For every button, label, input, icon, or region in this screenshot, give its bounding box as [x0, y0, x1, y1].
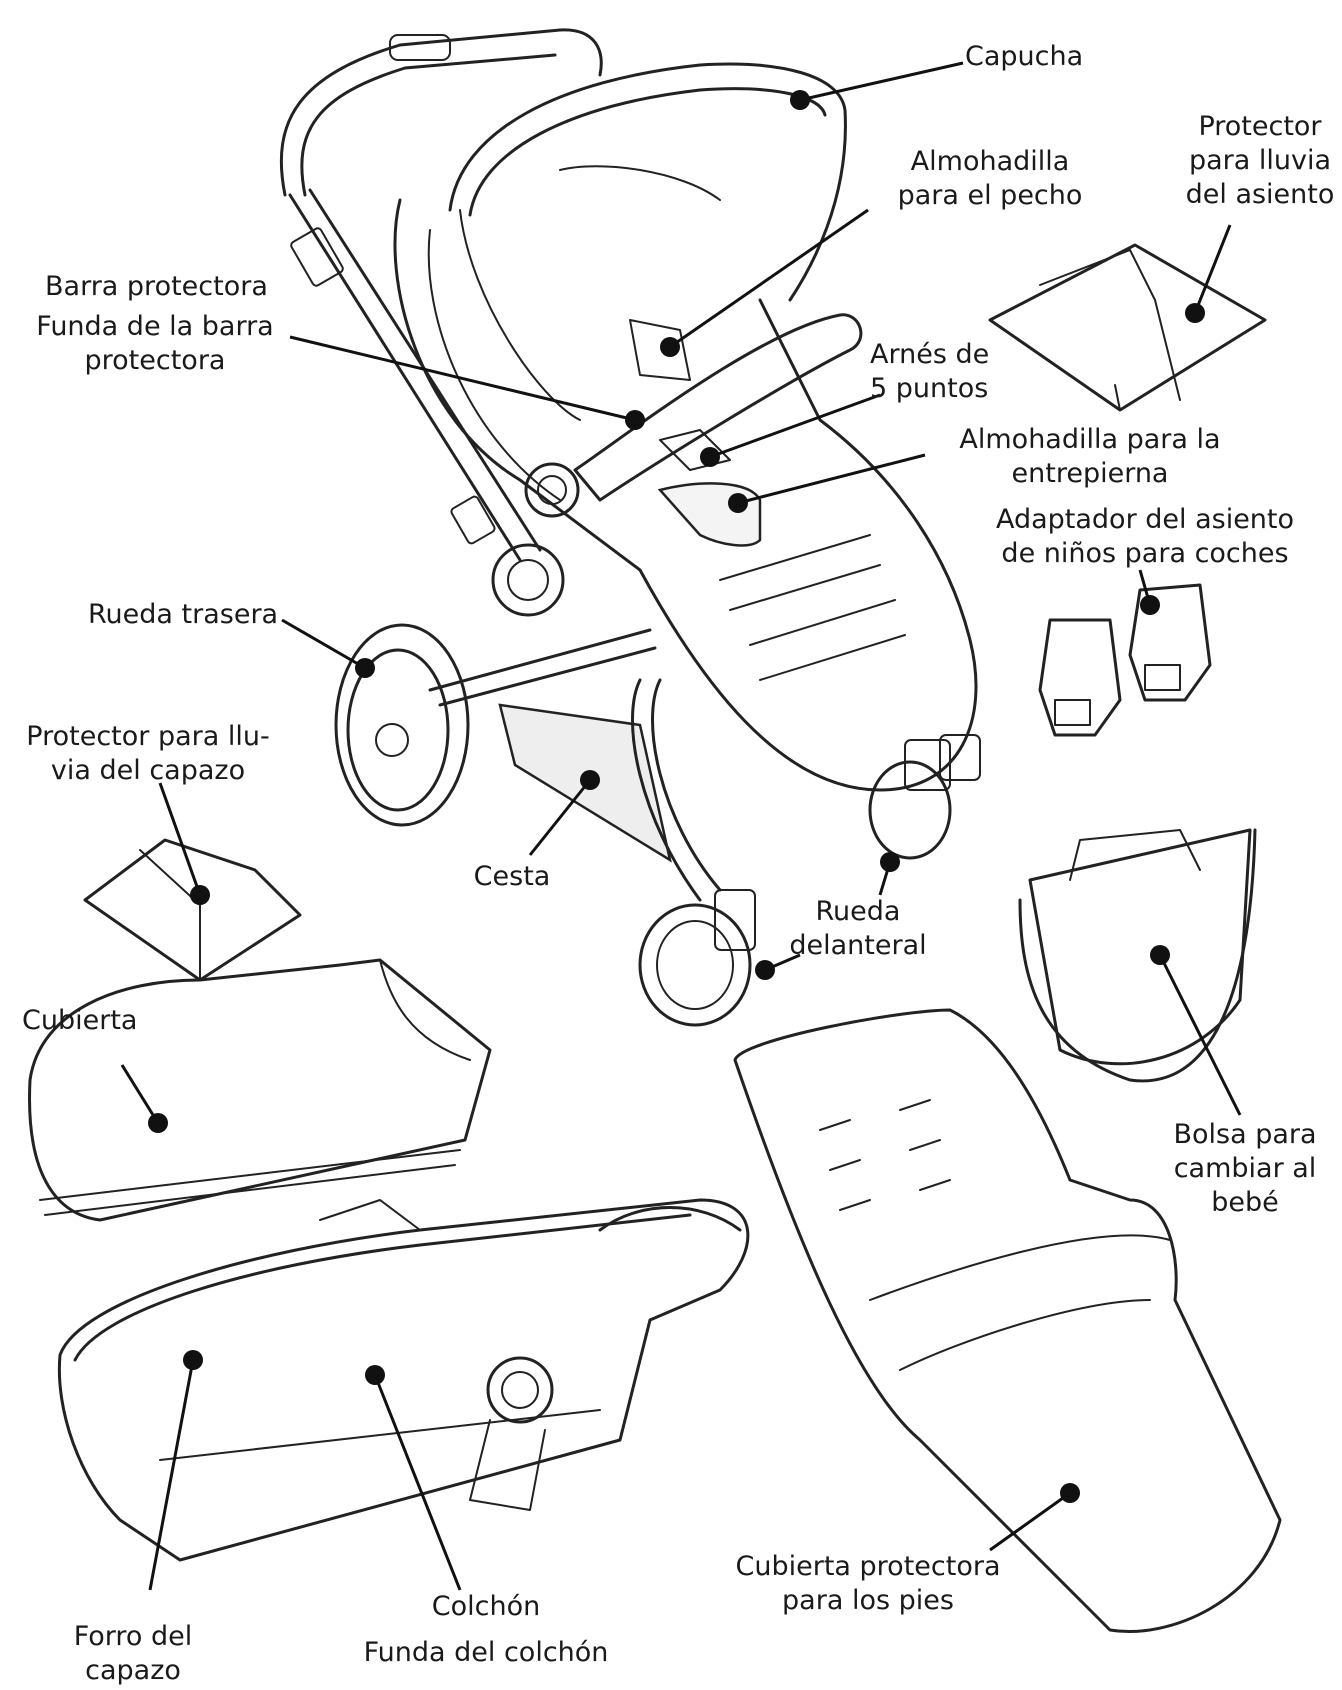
label-forro-capazo: Forro del capazo	[73, 1621, 193, 1686]
bassinet-rain-cover-illustration	[83, 838, 302, 982]
apron-illustration	[28, 958, 492, 1222]
label-cubierta: Cubierta	[22, 1005, 138, 1036]
label-funda-barra: Funda de la barra protectora	[36, 311, 274, 376]
label-cesta: Cesta	[473, 861, 551, 892]
label-rueda-delantera: Rueda delanteral	[789, 896, 927, 961]
footmuff-illustration	[733, 1008, 1282, 1633]
label-bolsa: Bolsa para cambiar al bebé	[1173, 1119, 1317, 1218]
bassinet-illustration	[57, 1198, 750, 1562]
seat-rain-cover-illustration	[988, 243, 1267, 412]
label-almohadilla-entrepierna: Almohadilla para la entrepierna	[959, 424, 1221, 489]
label-barra-protectora: Barra protectora	[45, 271, 268, 302]
label-rueda-trasera: Rueda trasera	[88, 599, 279, 630]
car-seat-adapter-illustration	[1038, 583, 1212, 737]
label-colchon: Colchón	[431, 1591, 541, 1622]
label-cubierta-pies: Cubierta protectora para los pies	[735, 1551, 1001, 1616]
leader-lines	[120, 61, 1242, 1591]
label-arnes: Arnés de 5 puntos	[870, 339, 990, 404]
label-protector-lluvia-asiento: Protector para lluvia del asiento	[1185, 111, 1335, 210]
label-adaptador: Adaptador del asiento de niños para coch…	[995, 504, 1295, 569]
label-almohadilla-pecho: Almohadilla para el pecho	[897, 146, 1083, 211]
stroller-illustration	[279, 28, 981, 1027]
label-funda-colchon: Funda del colchón	[363, 1637, 609, 1668]
changing-bag-illustration	[1018, 828, 1257, 1083]
label-capucha: Capucha	[965, 41, 1084, 72]
label-protector-lluvia-capazo: Protector para llu- via del capazo	[26, 721, 270, 786]
